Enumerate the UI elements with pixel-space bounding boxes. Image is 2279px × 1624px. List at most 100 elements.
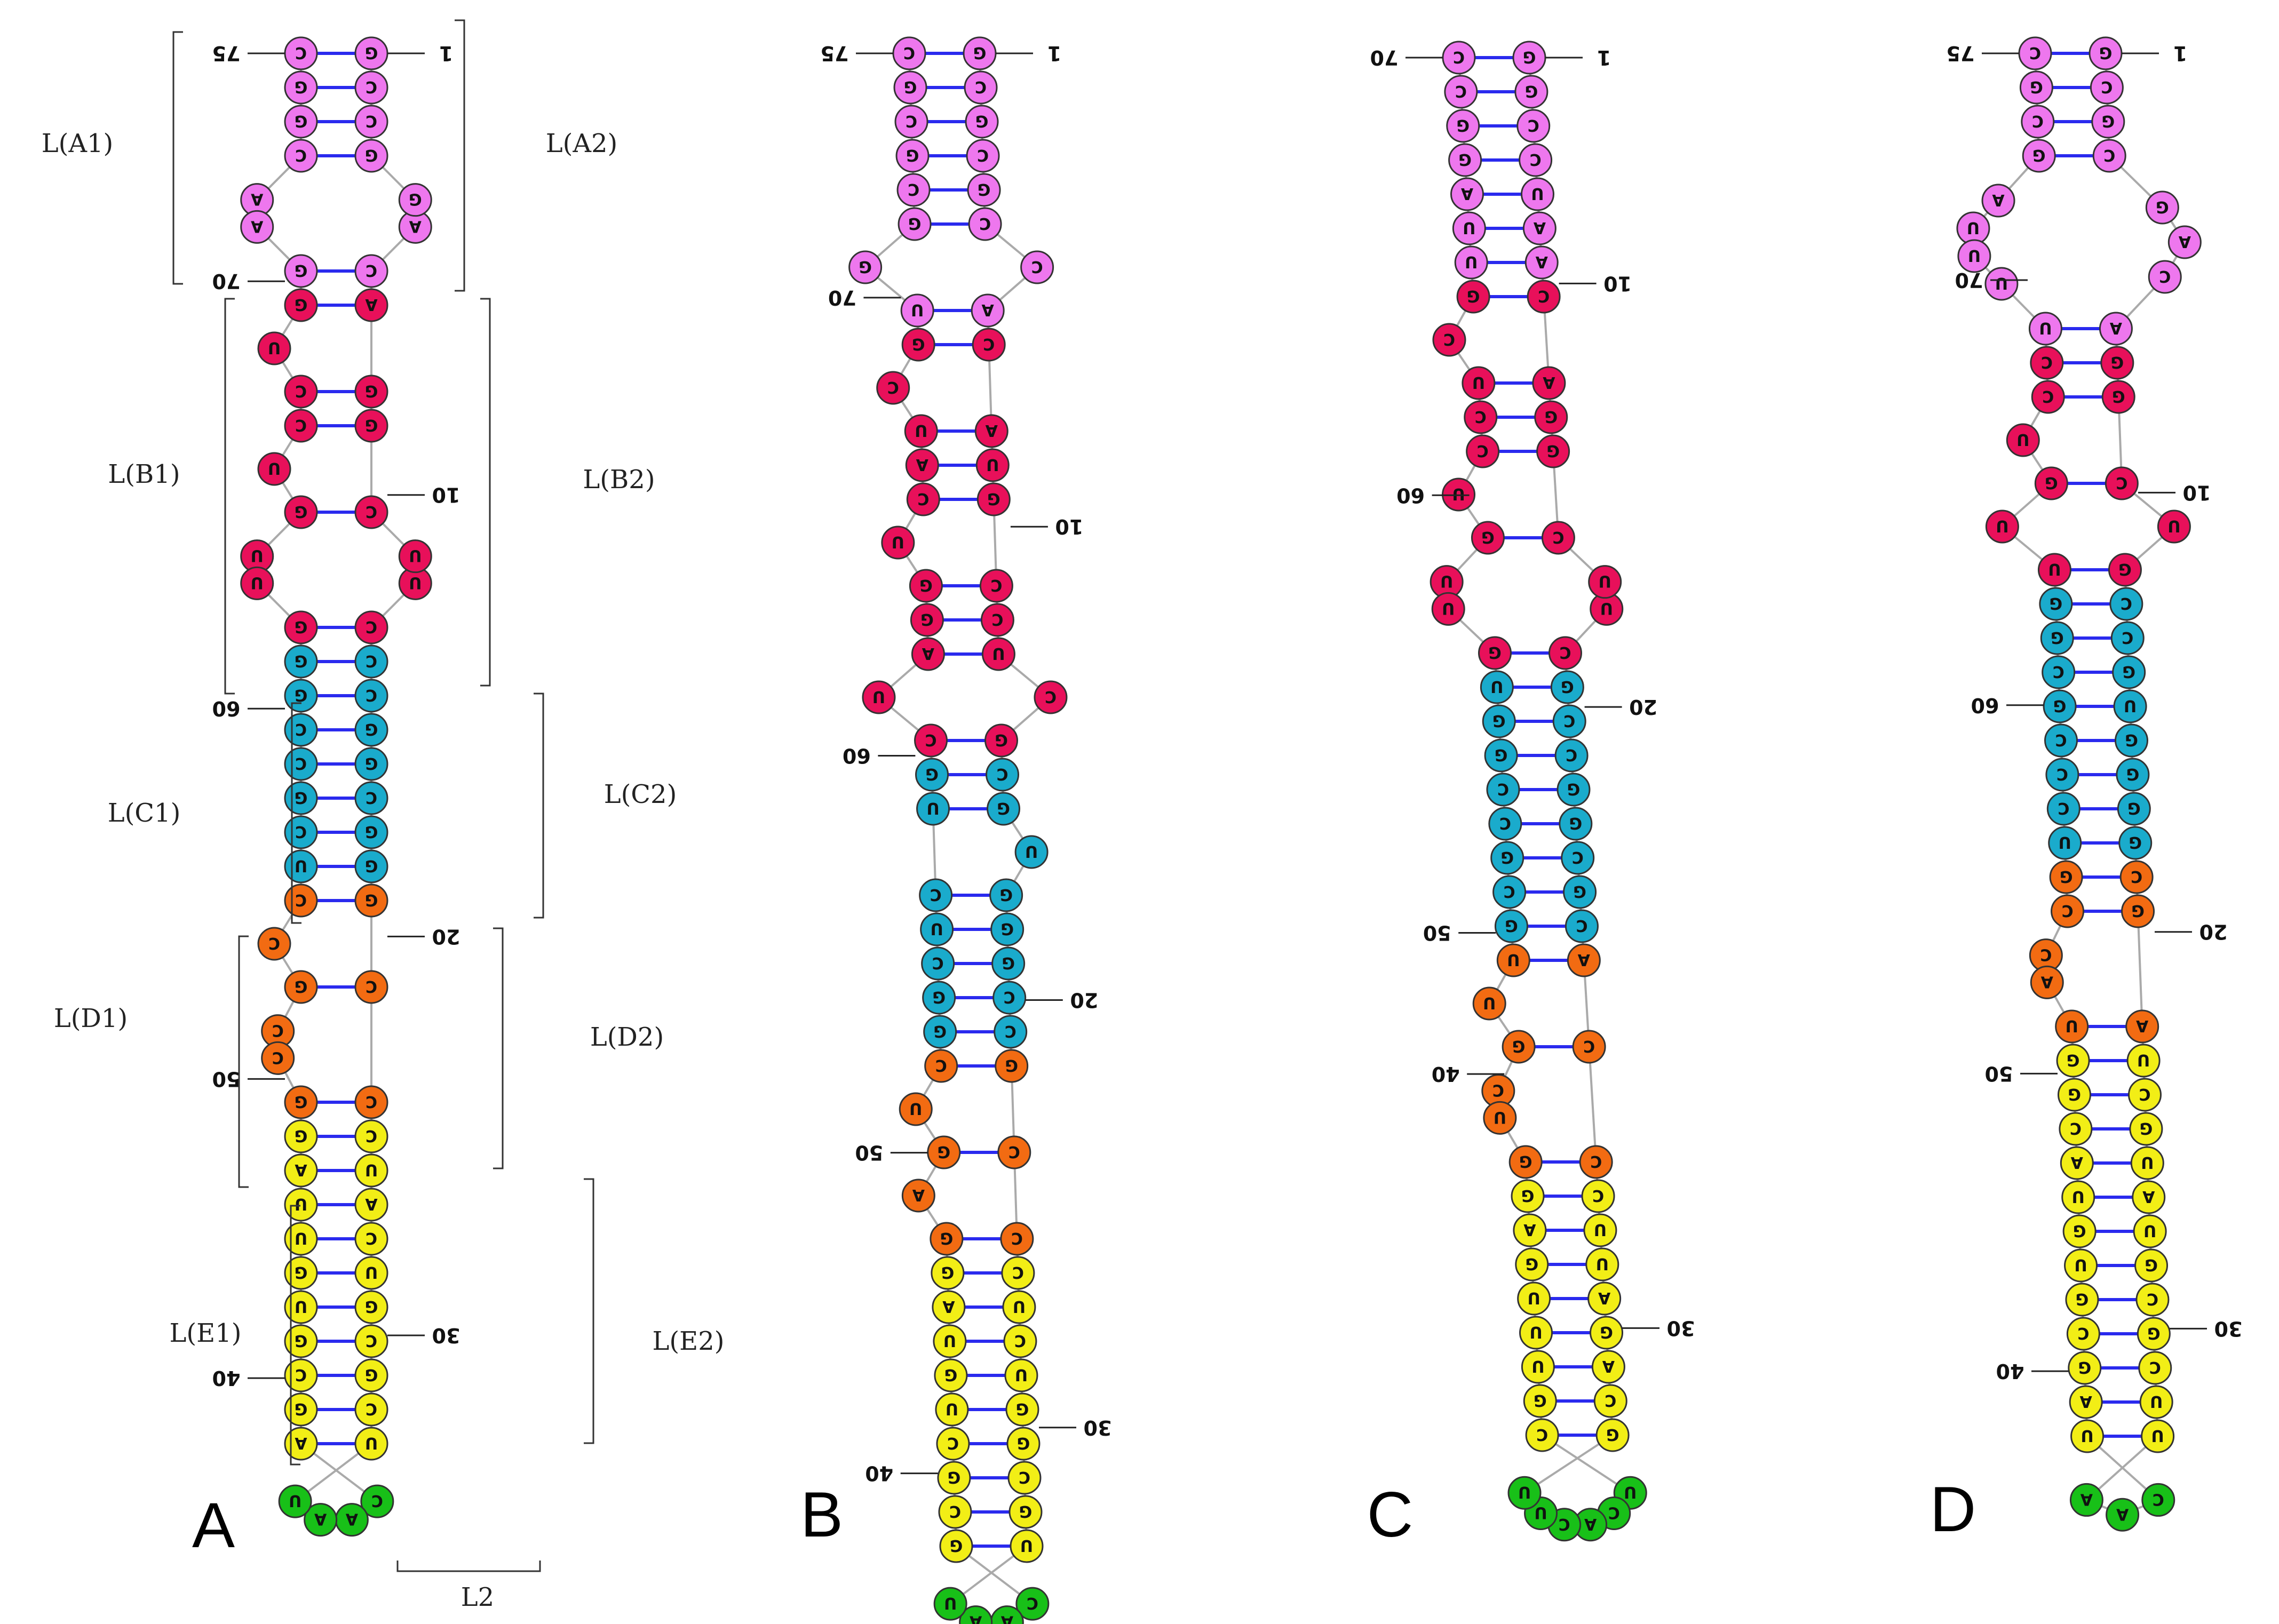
nucleotide-base: U	[1996, 516, 2008, 535]
position-marker-75: 75	[821, 42, 849, 65]
nucleotide-base: C	[1005, 1022, 1017, 1040]
nucleotide-circle	[1478, 636, 1512, 670]
nucleotide-circle	[1565, 909, 1599, 943]
nucleotide: G	[976, 482, 1011, 516]
nucleotide: C	[1488, 807, 1522, 841]
nucleotide-circle	[284, 375, 318, 409]
nucleotide: U	[1430, 565, 1464, 599]
nucleotide: C	[1561, 841, 1595, 875]
nucleotide-base: C	[2139, 1085, 2150, 1103]
nucleotide: U	[257, 452, 291, 486]
nucleotide-circle	[2042, 655, 2076, 689]
nucleotide-base: U	[1995, 274, 2008, 292]
nucleotide-base: G	[1561, 677, 1574, 696]
nucleotide-circle	[2139, 1385, 2173, 1419]
nucleotide-base: C	[975, 77, 987, 96]
nucleotide: G	[2022, 139, 2056, 173]
nucleotide-circle	[278, 1484, 312, 1518]
nucleotide: G	[923, 1015, 957, 1049]
nucleotide-base: C	[917, 489, 929, 508]
nucleotide-circle	[997, 1135, 1031, 1169]
nucleotide-base: C	[1019, 1468, 1030, 1486]
nucleotide-circle	[354, 139, 388, 173]
nucleotide-circle	[1981, 184, 2015, 218]
nucleotide: A	[1522, 211, 1557, 245]
nucleotide-circle	[862, 680, 896, 714]
nucleotide: C	[1442, 41, 1476, 75]
nucleotide-circle	[1590, 1316, 1624, 1350]
nucleotide: U	[881, 526, 915, 560]
nucleotide: G	[915, 758, 949, 792]
region-bracket	[290, 1205, 300, 1466]
nucleotide-circle	[894, 105, 928, 139]
nucleotide: U	[398, 539, 432, 574]
nucleotide-base: G	[937, 1142, 950, 1161]
nucleotide-circle	[1532, 366, 1566, 400]
nucleotide: C	[1003, 1324, 1037, 1358]
nucleotide-base: U	[2016, 430, 2029, 449]
nucleotide-base: C	[1566, 745, 1577, 764]
nucleotide-circle	[1552, 704, 1586, 738]
nucleotide-circle	[971, 293, 1005, 328]
panel-a: CGGCAAGGUCCUGUUGGGCCGCUCCGCCGGAUUGUGCGAC…	[42, 19, 725, 1612]
position-marker-70: 70	[1370, 46, 1399, 69]
nucleotide-circle	[1448, 143, 1482, 177]
nucleotide: C	[1466, 434, 1500, 468]
nucleotide: C	[2046, 792, 2081, 826]
nucleotide-circle	[2040, 621, 2074, 655]
nucleotide: A	[2069, 1385, 2103, 1419]
nucleotide-circle	[1591, 1350, 1625, 1384]
nucleotide: G	[1446, 109, 1480, 143]
nucleotide: C	[2051, 894, 2085, 928]
nucleotide-circle	[924, 1049, 958, 1083]
nucleotide: U	[1585, 1247, 1619, 1281]
nucleotide-base: C	[2116, 473, 2127, 492]
nucleotide-base: G	[1019, 1502, 1033, 1520]
nucleotide-circle	[2048, 826, 2082, 860]
nucleotide: C	[354, 254, 388, 288]
nucleotide-circle	[2061, 1180, 2095, 1214]
nucleotide-base: A	[1584, 1515, 1597, 1533]
nucleotide-circle	[284, 1222, 318, 1256]
nucleotide-circle	[2101, 380, 2135, 414]
nucleotide-circle	[994, 1015, 1028, 1049]
region-bracket	[172, 31, 183, 285]
nucleotide-base: G	[1016, 1399, 1029, 1418]
nucleotide-circle	[898, 207, 932, 241]
nucleotide: C	[1492, 875, 1527, 909]
nucleotide-base: A	[2116, 1504, 2129, 1523]
nucleotide-circle	[899, 1092, 933, 1126]
nucleotide: A	[335, 1503, 369, 1537]
backbone-segment	[1542, 1434, 1631, 1494]
nucleotide-circle	[284, 849, 318, 883]
nucleotide-base: C	[1559, 1515, 1570, 1533]
nucleotide-base: A	[942, 1297, 955, 1316]
nucleotide-circle	[2021, 105, 2055, 139]
nucleotide-base: U	[1507, 950, 1520, 969]
nucleotide-base: U	[295, 856, 307, 875]
nucleotide-base: A	[295, 1160, 307, 1179]
nucleotide-base: C	[1608, 1503, 1620, 1522]
loop-bracket	[396, 1561, 541, 1572]
nucleotide-circle	[1527, 280, 1561, 314]
nucleotide-base: U	[926, 799, 939, 817]
nucleotide-circle	[916, 792, 950, 826]
nucleotide-base: G	[995, 730, 1008, 749]
nucleotide-base: G	[1525, 1254, 1538, 1273]
nucleotide: G	[1590, 1316, 1624, 1350]
nucleotide: C	[1565, 909, 1599, 943]
position-marker-10: 10	[1603, 272, 1632, 295]
nucleotide-circle	[1009, 1495, 1043, 1529]
region-label-le2: L(E2)	[653, 1326, 725, 1356]
nucleotide-circle	[1464, 400, 1498, 434]
nucleotide-circle	[2105, 466, 2139, 500]
nucleotide-circle	[1957, 239, 1991, 273]
nucleotide-base: C	[1475, 407, 1487, 426]
nucleotide: C	[1516, 109, 1551, 143]
nucleotide-circle	[1484, 738, 1518, 773]
nucleotide: G	[284, 1256, 318, 1290]
nucleotide-base: G	[295, 1092, 308, 1111]
nucleotide-circle	[1572, 1030, 1606, 1064]
nucleotide: C	[2030, 346, 2064, 380]
nucleotide-circle	[1581, 1179, 1615, 1213]
